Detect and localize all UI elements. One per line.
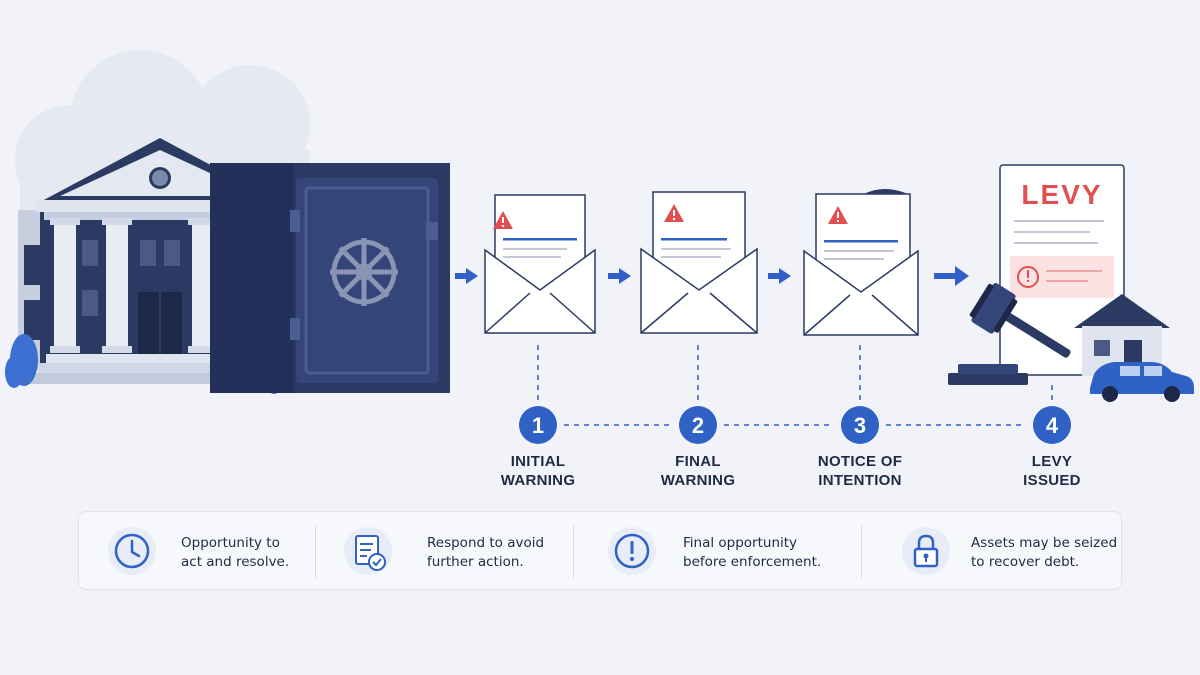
info-text: Assets may be seized to recover debt. <box>971 535 1118 570</box>
timeline-step-2-marker: 2 <box>679 406 717 444</box>
timeline-step-3-marker: 3 <box>841 406 879 444</box>
vault-safe-icon <box>210 163 450 393</box>
flow-arrow-icon <box>934 266 969 286</box>
info-bar: Opportunity to act and resolve. Respond … <box>78 511 1122 590</box>
step-2-label: FINAL WARNING <box>660 453 736 489</box>
divider <box>573 525 574 578</box>
svg-text:2: 2 <box>692 413 704 438</box>
divider <box>315 525 316 578</box>
levy-title: LEVY <box>1021 179 1102 210</box>
info-text: Respond to avoid further action. <box>427 535 545 570</box>
info-text: Opportunity to act and resolve. <box>181 535 290 570</box>
info-item-respond: Respond to avoid further action. <box>315 512 573 591</box>
divider <box>861 525 862 578</box>
flow-arrow-icon <box>608 268 631 284</box>
vault-wheel-icon <box>330 238 398 306</box>
gavel-icon <box>948 283 1071 385</box>
clock-icon <box>108 527 156 575</box>
warning-envelope-icon <box>803 189 919 336</box>
info-item-final-opportunity: Final opportunity before enforcement. <box>573 512 861 591</box>
step-3-label: NOTICE OF INTENTION <box>817 453 903 489</box>
step-4-label: LEVY ISSUED <box>1023 453 1081 489</box>
info-text: Final opportunity before enforcement. <box>683 535 822 570</box>
svg-text:3: 3 <box>854 413 866 438</box>
info-item-opportunity: Opportunity to act and resolve. <box>79 512 315 591</box>
document-check-icon <box>344 527 392 575</box>
exclamation-circle-icon <box>608 527 656 575</box>
info-item-assets: Assets may be seized to recover debt. <box>861 512 1121 591</box>
warning-envelope-icon <box>484 194 596 334</box>
padlock-icon <box>902 527 950 575</box>
timeline-step-4-marker: 4 <box>1033 406 1071 444</box>
car-icon <box>1090 362 1194 402</box>
step-1-label: INITIAL WARNING <box>500 453 576 489</box>
svg-text:4: 4 <box>1046 413 1059 438</box>
timeline-step-1-marker: 1 <box>519 406 557 444</box>
flow-arrow-icon <box>768 268 791 284</box>
warning-envelope-icon <box>640 191 758 334</box>
svg-text:1: 1 <box>532 413 544 438</box>
timeline-connectors <box>537 345 1053 426</box>
flow-arrow-icon <box>455 268 478 284</box>
